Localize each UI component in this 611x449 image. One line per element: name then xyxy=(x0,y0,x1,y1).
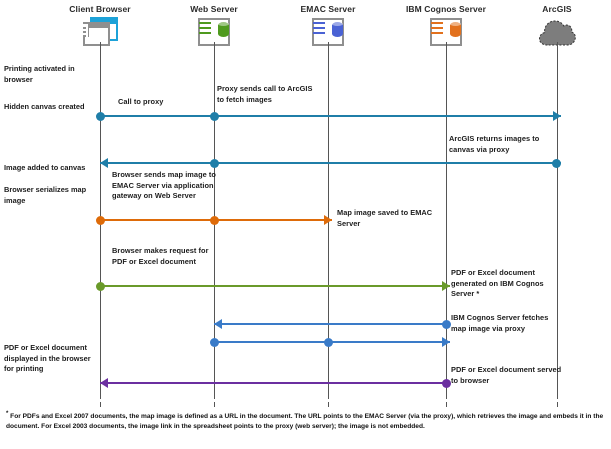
actor-web-server: Web Server xyxy=(154,4,274,50)
actor-label-arcgis: ArcGIS xyxy=(542,4,572,14)
left-note-pdf-displayed: PDF or Excel document displayed in the b… xyxy=(4,343,91,373)
message-label-document-served: PDF or Excel document served to browser xyxy=(451,365,562,385)
server-icon-green xyxy=(194,16,234,50)
message-cognos-fetches-map[interactable] xyxy=(214,319,451,329)
message-waypoint-dot xyxy=(324,337,333,347)
left-note-browser-serializes: Browser serializes map image xyxy=(4,185,87,205)
arrow-head-left-icon xyxy=(100,378,108,388)
actor-label-client-browser: Client Browser xyxy=(69,4,131,14)
actor-label-emac-server: EMAC Server xyxy=(300,4,356,14)
message-origin-dot xyxy=(442,319,451,329)
message-origin-dot xyxy=(442,378,451,388)
actor-label-cognos-server: IBM Cognos Server xyxy=(405,4,487,14)
message-label-document-generated: PDF or Excel document generated on IBM C… xyxy=(451,268,544,298)
actor-arcgis: ArcGIS xyxy=(497,4,611,50)
lifeline-stub xyxy=(557,402,558,407)
message-document-served[interactable] xyxy=(100,378,451,388)
lifeline-stub xyxy=(446,402,447,407)
arrow-head-left-icon xyxy=(214,319,222,329)
message-label-cognos-fetches-map: IBM Cognos Server fetches map image via … xyxy=(451,313,549,333)
lifeline-stub xyxy=(100,402,101,407)
message-origin-dot xyxy=(96,111,105,121)
message-label-browser-requests-document: Browser makes request for PDF or Excel d… xyxy=(112,246,209,266)
arrow-head-left-icon xyxy=(100,158,108,168)
footnote-marker: * xyxy=(6,411,9,417)
message-origin-dot xyxy=(210,337,219,347)
message-origin-dot xyxy=(96,215,105,225)
left-note-printing-activated: Printing activated in browser xyxy=(4,64,75,84)
lifeline-arcgis xyxy=(557,42,558,399)
message-arcgis-returns-images[interactable] xyxy=(100,158,561,168)
message-label-map-image-saved: Map image saved to EMAC Server xyxy=(337,208,433,228)
message-label-call-to-proxy: Call to proxy xyxy=(118,97,164,106)
arrow-head-right-icon xyxy=(442,281,450,291)
actor-client-browser: Client Browser xyxy=(40,4,160,50)
left-note-image-added: Image added to canvas xyxy=(4,163,86,172)
message-waypoint-dot xyxy=(210,215,219,225)
message-label-arcgis-returns-images: ArcGIS returns images to canvas via prox… xyxy=(449,134,540,154)
actor-label-web-server: Web Server xyxy=(190,4,238,14)
message-call-to-proxy[interactable] xyxy=(96,111,561,121)
footnote-text: For PDFs and Excel 2007 documents, the m… xyxy=(6,413,604,431)
message-browser-sends-map-image[interactable] xyxy=(96,215,332,225)
message-label-browser-sends-map-image: Browser sends map image to EMAC Server v… xyxy=(112,170,216,200)
lifeline-cognos-server xyxy=(446,42,447,399)
message-browser-requests-document[interactable] xyxy=(96,281,450,291)
message-origin-dot xyxy=(552,158,561,168)
left-note-hidden-canvas: Hidden canvas created xyxy=(4,102,85,111)
lifeline-stub xyxy=(328,402,329,407)
arrow-head-right-icon xyxy=(553,111,561,121)
arrow-head-right-icon xyxy=(442,337,450,347)
message-label-proxy-fetch-images: Proxy sends call to ArcGIS to fetch imag… xyxy=(217,84,313,104)
arrow-head-right-icon xyxy=(324,215,332,225)
server-icon-orange xyxy=(426,16,466,50)
message-waypoint-dot xyxy=(210,158,219,168)
actor-cognos-server: IBM Cognos Server xyxy=(386,4,506,50)
browser-icon xyxy=(80,16,120,50)
cloud-icon xyxy=(537,16,577,50)
message-waypoint-dot xyxy=(210,111,219,121)
lifeline-stub xyxy=(214,402,215,407)
message-origin-dot xyxy=(96,281,105,291)
message-proxy-returns-map[interactable] xyxy=(210,337,450,347)
footnote: * For PDFs and Excel 2007 documents, the… xyxy=(6,409,604,432)
